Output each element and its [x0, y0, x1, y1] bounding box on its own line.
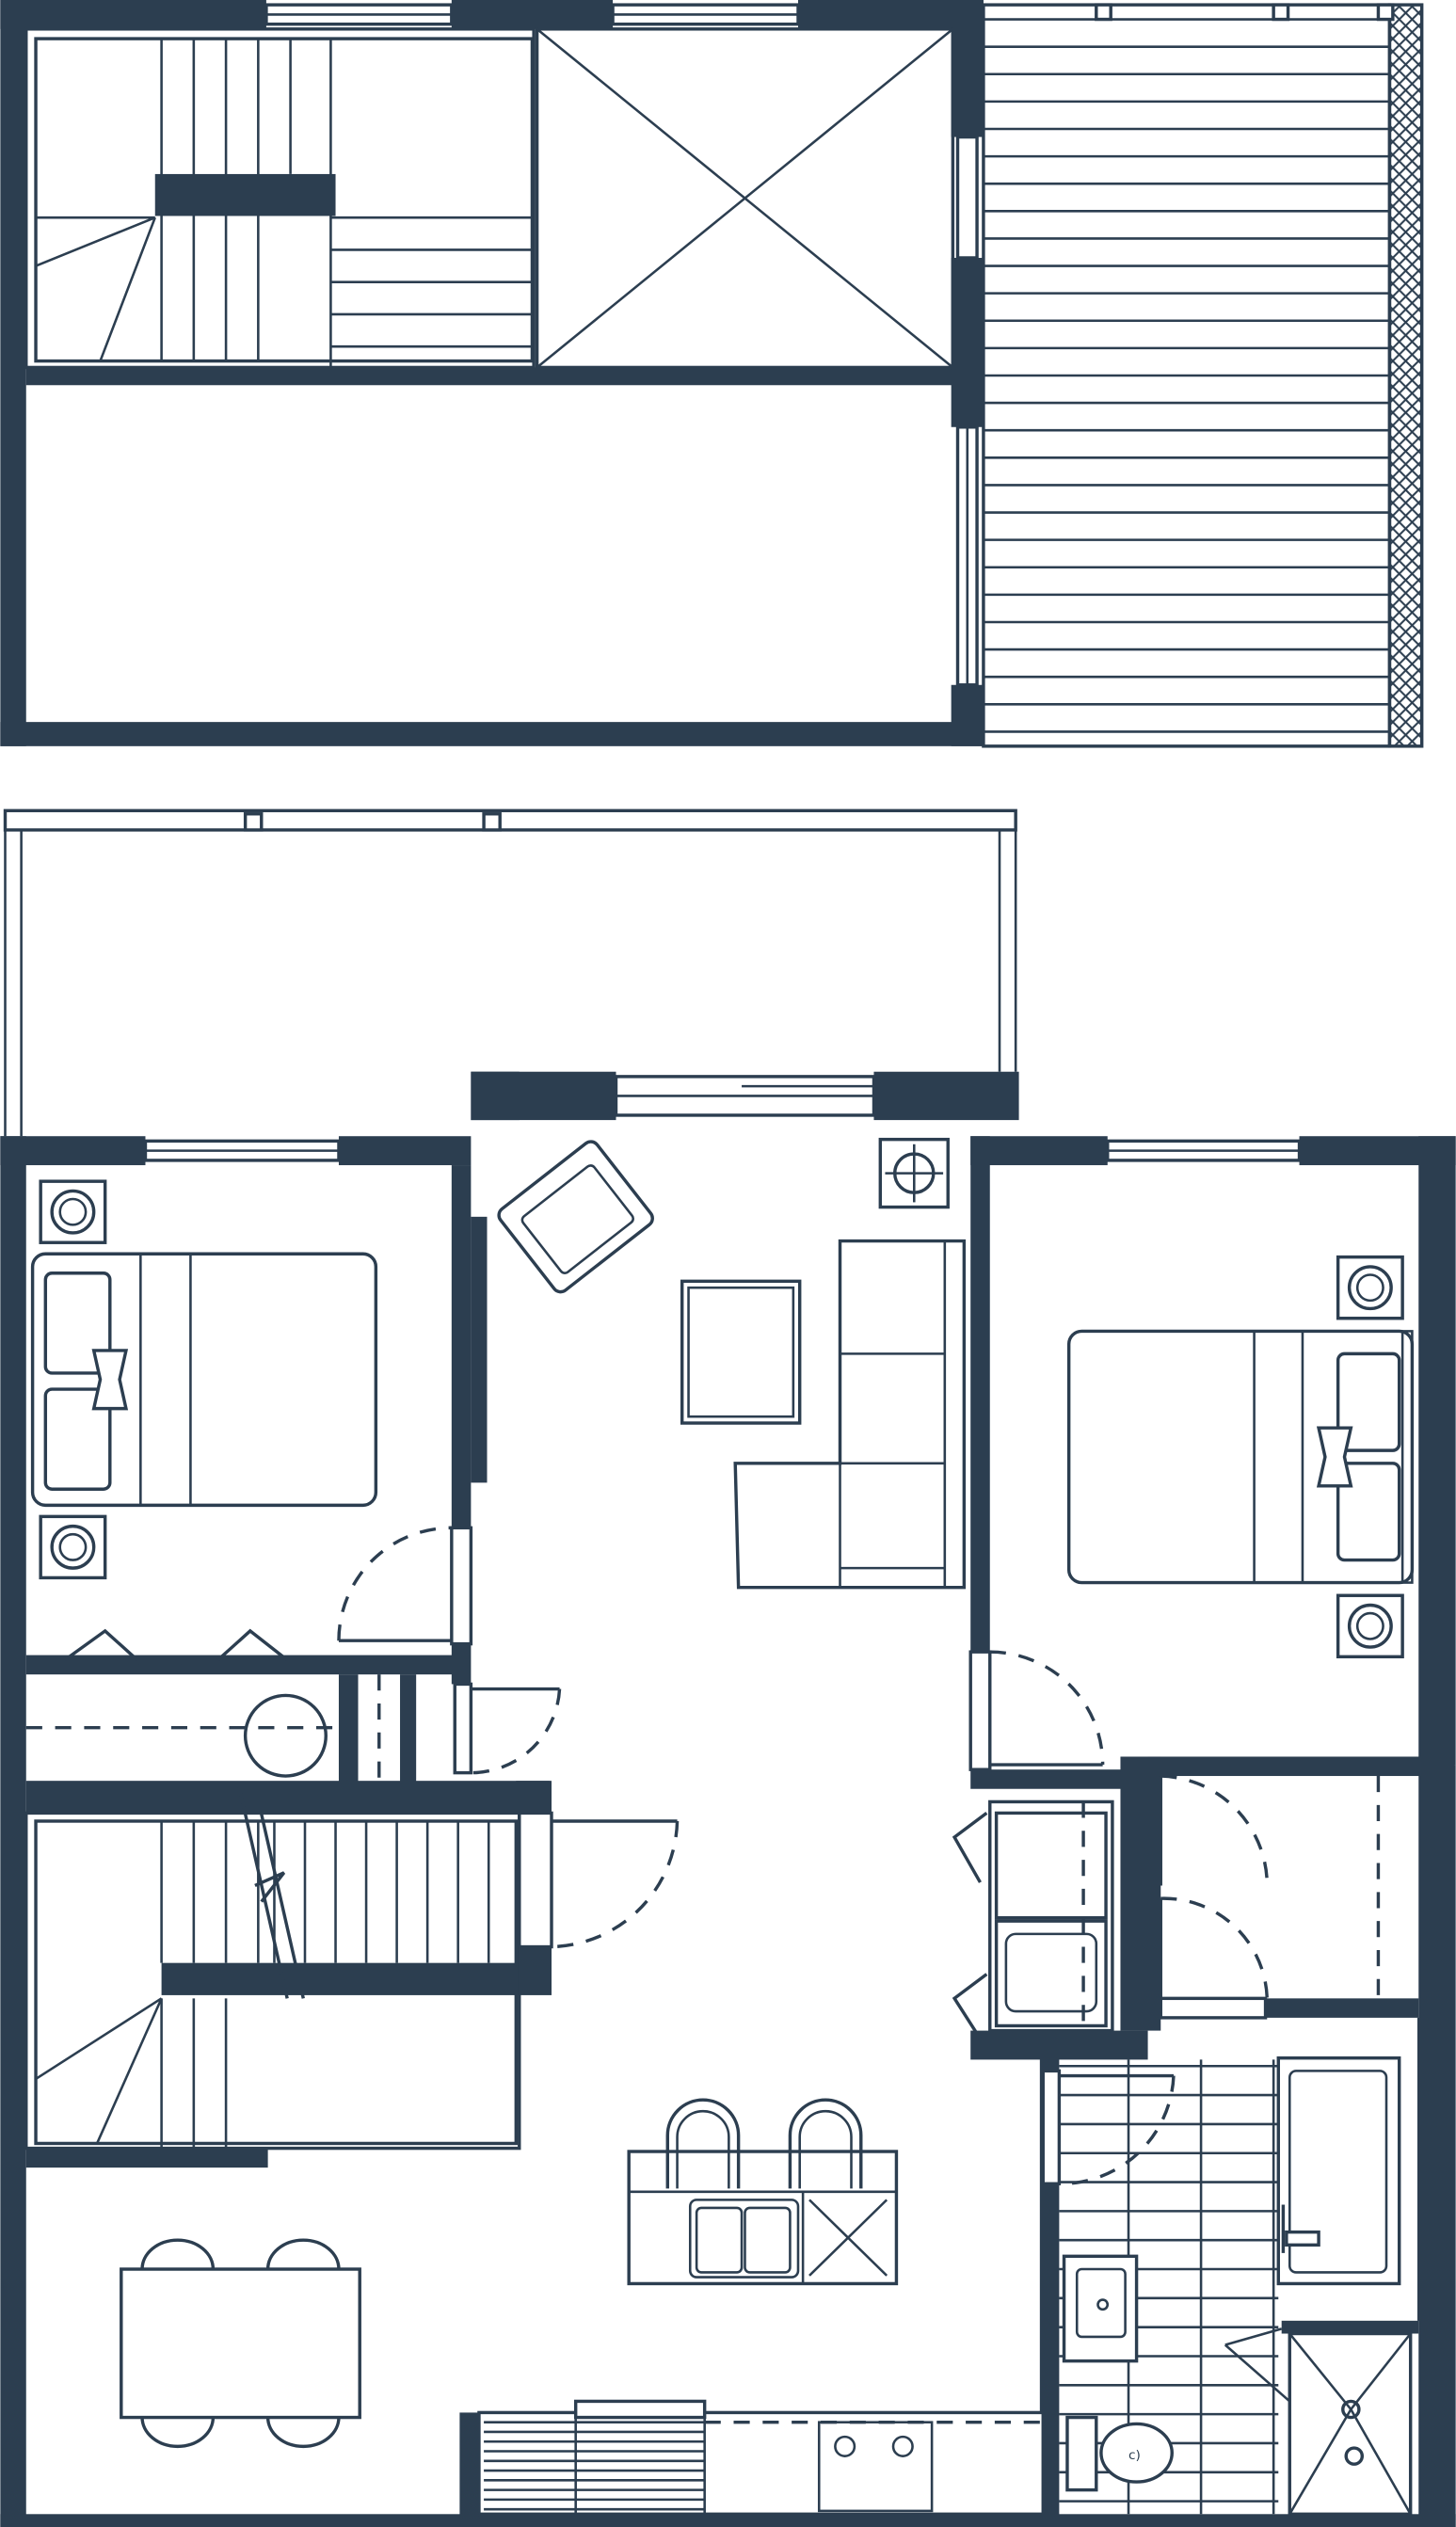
main-wall-top-right-a: [970, 1136, 1108, 1166]
svg-text:c): c): [1128, 2448, 1141, 2463]
kitchen-island: [627, 2098, 899, 2286]
coffee-table: [680, 1279, 802, 1425]
main-wall-bottom: [0, 2514, 1456, 2527]
floor-lamp: [878, 1137, 950, 1209]
toilet: c): [1065, 2415, 1174, 2492]
living-room: [497, 1137, 967, 1590]
laundry: [952, 1799, 1114, 2040]
main-wall-top-left-b: [338, 1136, 472, 1166]
upper-wall-divider: [25, 367, 953, 386]
nightstand-lamp: [1336, 1593, 1404, 1659]
upper-wall-top-left: [0, 0, 266, 29]
main-wall-living-left: [471, 1071, 520, 1121]
pillow: [43, 1387, 112, 1491]
upper-wall-bottom: [0, 722, 984, 746]
bathtub: [1276, 2055, 1401, 2286]
hall-closet-left: [25, 1674, 381, 1782]
door-entry: [518, 1811, 680, 1949]
balcony: [3, 808, 1017, 1137]
main-stair: [24, 1784, 521, 2151]
door-bed-left: [337, 1526, 473, 1646]
armchair: [497, 1140, 654, 1294]
upper-level: [0, 0, 1424, 748]
upper-wall-top-mid: [451, 0, 614, 29]
main-wall-living-top-b: [873, 1071, 1019, 1121]
washer: [994, 1811, 1108, 1920]
main-level: c): [0, 808, 1456, 2527]
kitchen: [477, 2098, 1045, 2517]
shower: [1224, 2320, 1419, 2517]
dining: [120, 2238, 361, 2449]
bedroom-left: [30, 1179, 378, 1665]
upper-wall-right-a: [951, 0, 984, 137]
dryer: [994, 1919, 1108, 2028]
roof-deck: [982, 3, 1424, 748]
upper-door-1: [955, 135, 979, 260]
main-wall-left: [0, 1136, 26, 2527]
nightstand-lamp: [39, 1514, 107, 1580]
main-wall-top-left-a: [0, 1136, 146, 1166]
door-hall-closet: [1159, 1774, 1381, 2020]
deck-railing: [1387, 3, 1424, 748]
bedroom-right: [1066, 1255, 1415, 1659]
door-closet: [453, 1682, 562, 1775]
door-bathroom: [1041, 2069, 1176, 2185]
nightstand-lamp: [39, 1179, 107, 1244]
water-heater: [243, 1693, 328, 1778]
vanity: [1062, 2254, 1139, 2363]
kitchen-counter: [477, 2399, 1045, 2517]
upper-wall-left: [0, 0, 26, 746]
pillow: [1336, 1351, 1401, 1452]
sofa: [733, 1239, 967, 1590]
open-to-below: [535, 27, 955, 370]
main-wall-right: [1418, 1136, 1456, 1766]
door-bed-right: [968, 1650, 1105, 1771]
dining-table: [120, 2267, 361, 2420]
bathroom: c): [1059, 2017, 1420, 2517]
bed: [30, 1252, 378, 1508]
main-wall-right-lower: [1418, 1765, 1456, 2527]
pillow: [43, 1271, 112, 1375]
upper-wall-right-c: [951, 684, 984, 746]
upper-wall-right-b: [951, 257, 984, 427]
nightstand-lamp: [1336, 1255, 1404, 1320]
upper-stair: [24, 27, 536, 370]
pillow: [1336, 1462, 1401, 1562]
